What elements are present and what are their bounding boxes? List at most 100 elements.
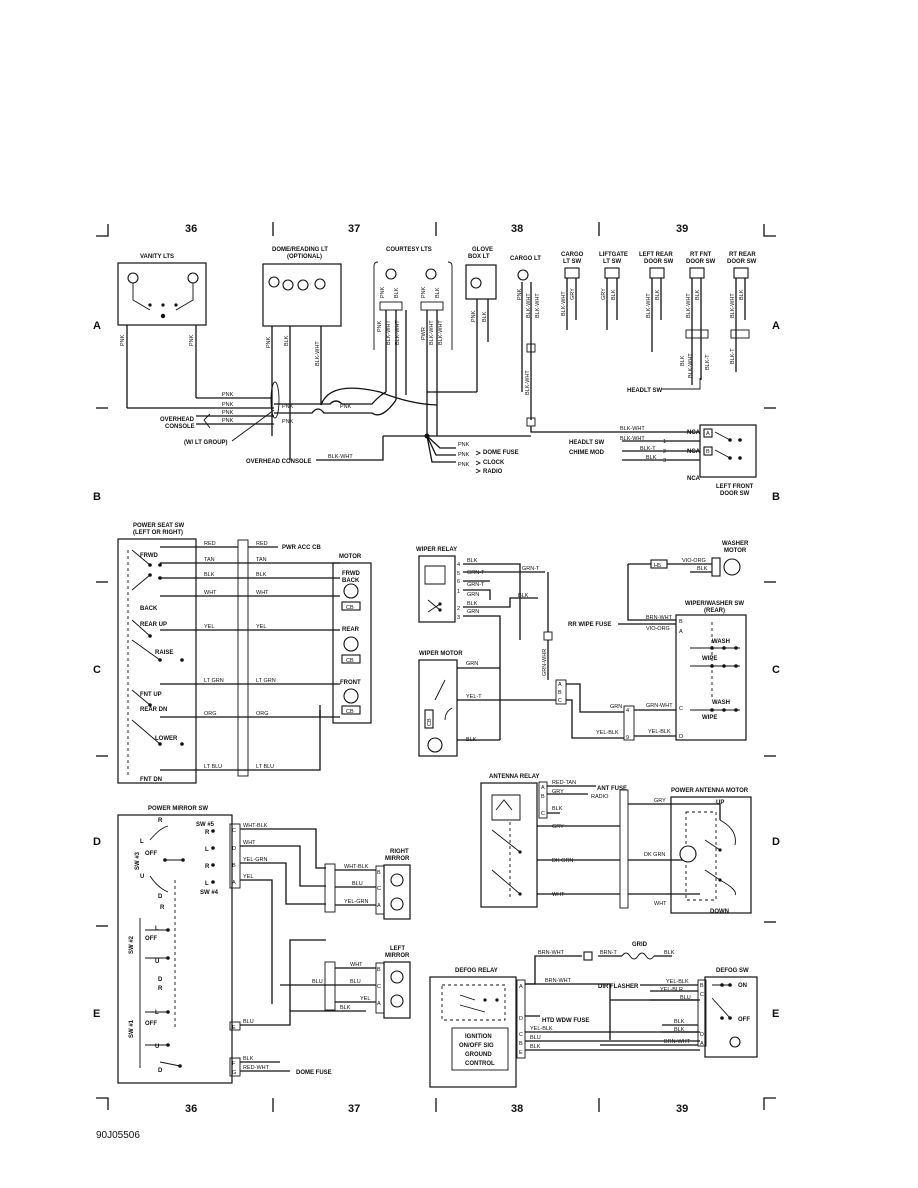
wire-label: BLU	[352, 881, 363, 887]
mirror-pos-label: L	[155, 926, 159, 932]
wire-label: BLK	[646, 455, 657, 461]
mirror-pos-label: R	[205, 864, 210, 870]
left-mirror-box	[383, 961, 411, 1019]
wire-label: WHT	[204, 590, 217, 596]
seat-position-label: BACK	[140, 606, 158, 612]
wire-label: BLK-WHT	[535, 293, 541, 318]
nca-label: NCA	[687, 476, 701, 482]
pin-label: D	[679, 734, 683, 740]
mirror-pos-label: R	[158, 818, 163, 824]
rt-fnt-door-sw-sub: DOOR SW	[686, 259, 716, 265]
pin-label: B	[541, 794, 545, 800]
glove-box-lt-sub: BOX LT	[468, 254, 490, 260]
wire-label: BLK-WHT	[386, 320, 392, 345]
bulb-icon	[127, 272, 139, 284]
radio-label-b: RADIO	[591, 794, 609, 800]
liftgate-lt-sw-label: LIFTGATE	[599, 252, 628, 258]
motor-icon	[390, 897, 404, 911]
dome-reading-lt-box	[262, 263, 342, 327]
dome-reading-lt-sub: (OPTIONAL)	[287, 254, 322, 260]
wire-label: VIO-ORG	[646, 626, 670, 632]
wire-label: GRY	[570, 288, 576, 300]
mirror-pos-label: OFF	[145, 851, 157, 857]
pwr-acc-cb-label: PWR ACC CB	[282, 545, 321, 551]
wire-label: RED	[256, 541, 268, 547]
wire-label: BLK	[674, 1019, 685, 1025]
pin-label: 2	[457, 606, 460, 612]
wire-label: BLK	[518, 593, 529, 599]
motor-icon	[343, 688, 359, 704]
wire-label: TAN	[204, 557, 215, 563]
wire-label: YEL-BLR	[660, 987, 683, 993]
mirror-pos-label: OFF	[145, 936, 157, 942]
wire-label: BLK-WHT	[395, 320, 401, 345]
col-label: 38	[511, 223, 523, 235]
motor-icon	[343, 583, 359, 599]
pin-label: 6	[457, 579, 460, 585]
bulb-icon	[385, 268, 397, 280]
rt-rear-door-sw-label: RT REAR	[729, 252, 756, 258]
bulb-icon	[297, 279, 309, 291]
wire-label: BRN-WHT	[545, 978, 572, 984]
wire-label: BLK	[552, 806, 563, 812]
indicator-lamp-icon	[729, 1036, 741, 1048]
pin-label: A	[700, 1041, 704, 1047]
mirror-pos-label: R	[205, 830, 210, 836]
washer-motor-sub: MOTOR	[724, 548, 747, 554]
col-label: 38	[511, 1103, 523, 1115]
cb-label: CB	[346, 658, 354, 664]
wire-label: PNK	[458, 452, 470, 458]
power-seat-section: POWER SEAT SW (LEFT OR RIGHT) RED RED PW…	[117, 523, 372, 784]
glove-box-lt-label: GLOVE	[472, 247, 493, 253]
wire-label: GRY	[601, 288, 607, 300]
pin-label: A	[541, 785, 545, 791]
pin-label: A	[377, 903, 381, 909]
wire-label: BLK	[340, 1005, 351, 1011]
cargo-lt-label: CARGO LT	[510, 256, 541, 262]
wiper-relay-label: WIPER RELAY	[416, 547, 457, 553]
wire-label: YEL	[256, 624, 266, 630]
motor-icon	[390, 970, 404, 984]
defog-section: DEFOG RELAY IGNITION ON/OFF SIG GROUND C…	[429, 942, 758, 1088]
connector	[619, 789, 629, 909]
wiper-relay-box	[418, 555, 456, 623]
col-label: 39	[676, 1103, 688, 1115]
col-label: 37	[348, 1103, 360, 1115]
vanity-lts-box	[117, 262, 207, 326]
wire-label: PNK	[517, 288, 523, 300]
row-label: A	[93, 320, 101, 332]
wire-label: BLK	[664, 950, 675, 956]
pin-label: C	[232, 828, 236, 834]
pin-label: A	[377, 1001, 381, 1007]
wire-label: GRN	[610, 704, 622, 710]
bulb-icon	[268, 276, 280, 288]
wire-label: YEL-BLK	[596, 730, 619, 736]
power-antenna-motor-label: POWER ANTENNA MOTOR	[671, 788, 749, 794]
wire-label: BRN-WHT	[646, 615, 673, 621]
row-label: D	[772, 836, 780, 848]
wash-label: WASH	[712, 700, 730, 706]
wire-label: VIO-ORG	[682, 558, 706, 564]
overhead-console-2-label: OVERHEAD CONSOLE	[246, 459, 311, 465]
clock-label: CLOCK	[483, 460, 505, 466]
pin-label: G	[232, 1070, 236, 1076]
sw-label: SW #1	[129, 1019, 135, 1038]
dome-fuse-2-label: DOME FUSE	[296, 1070, 332, 1076]
wire-label: GRN	[467, 609, 479, 615]
wire-label: BLU	[680, 995, 691, 1001]
mirror-pos-label: D	[158, 894, 163, 900]
mirror-pos-label: U	[155, 1044, 159, 1050]
wire-label: PNK	[120, 334, 126, 346]
mirror-pos-label: U	[140, 874, 144, 880]
wire-label: YEL-T	[466, 694, 482, 700]
pin-label: B	[558, 690, 562, 696]
row-label: B	[772, 491, 780, 503]
left-mirror-label: LEFT	[390, 946, 405, 952]
sw-label: SW #5	[196, 822, 215, 828]
pin-label: C	[679, 706, 683, 712]
wire-label: GRN-T	[522, 566, 540, 572]
pin-label: A	[519, 984, 523, 990]
w-lt-group-label: (W/ LT GROUP)	[184, 440, 228, 446]
power-seat-sw-sub: (LEFT OR RIGHT)	[133, 530, 183, 536]
mirror-pos-label: L	[205, 847, 209, 853]
